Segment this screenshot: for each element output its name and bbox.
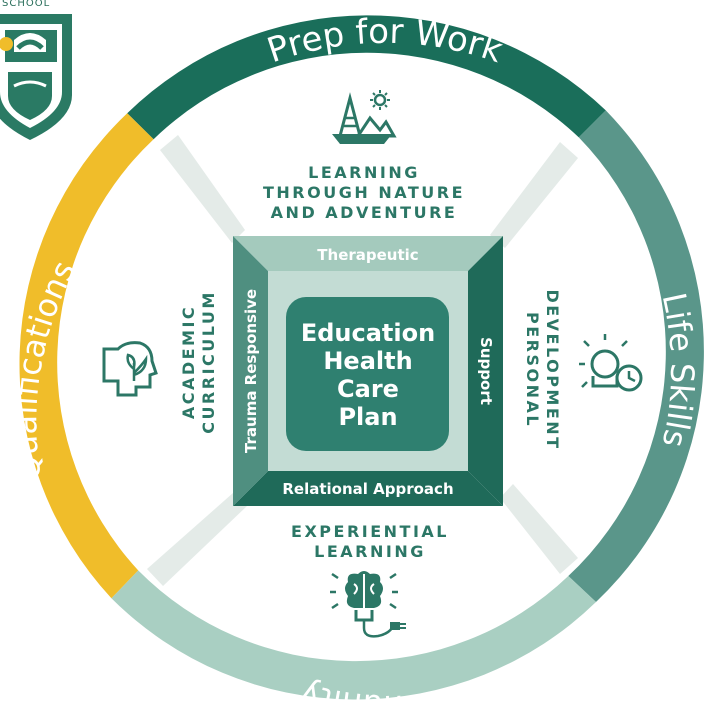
center-box bbox=[286, 297, 449, 451]
experiential-label: EXPERIENTIAL LEARNING bbox=[291, 522, 449, 561]
center-frame bbox=[233, 236, 503, 506]
svg-text:AND ADVENTURE: AND ADVENTURE bbox=[271, 203, 458, 222]
svg-text:LEARNING: LEARNING bbox=[308, 163, 420, 182]
ring-segment-left bbox=[19, 113, 154, 599]
lightbulb-clock-icon bbox=[579, 334, 643, 392]
nature-label: LEARNING THROUGH NATURE AND ADVENTURE bbox=[263, 163, 465, 222]
svg-text:DEVELOPMENT: DEVELOPMENT bbox=[543, 289, 562, 450]
personal-label: PERSONAL DEVELOPMENT bbox=[523, 289, 562, 450]
frame-label-bottom: Relational Approach bbox=[282, 480, 453, 498]
logo-text: SCHOOL bbox=[2, 0, 50, 9]
svg-text:Education: Education bbox=[301, 319, 435, 347]
ring-segment-bottom bbox=[111, 570, 597, 700]
svg-text:CURRICULUM: CURRICULUM bbox=[199, 290, 218, 434]
center-title: Education Health Care Plan bbox=[301, 319, 435, 431]
nature-icon bbox=[328, 82, 397, 150]
frame-bottom-panel bbox=[233, 471, 503, 506]
frame-label-left: Trauma Responsive bbox=[242, 289, 260, 453]
academic-label: ACADEMIC CURRICULUM bbox=[179, 290, 218, 434]
diagonal-spokes bbox=[147, 135, 578, 586]
frame-left-panel bbox=[233, 236, 268, 506]
svg-text:Plan: Plan bbox=[338, 403, 397, 431]
svg-text:EXPERIENTIAL: EXPERIENTIAL bbox=[291, 522, 449, 541]
frame-right-panel bbox=[468, 236, 503, 506]
brain-plug-icon bbox=[330, 571, 406, 638]
svg-text:Care: Care bbox=[337, 375, 399, 403]
svg-text:PERSONAL: PERSONAL bbox=[523, 312, 542, 428]
ring-label-right: Life Skills bbox=[655, 289, 702, 450]
frame-label-right: Support bbox=[477, 337, 495, 405]
academic-icon bbox=[102, 341, 158, 397]
school-logo: SCHOOL bbox=[0, 0, 72, 140]
svg-text:ACADEMIC: ACADEMIC bbox=[179, 305, 198, 419]
frame-label-top: Therapeutic bbox=[317, 246, 418, 264]
ring-segment-right bbox=[568, 110, 704, 603]
ring-segment-top bbox=[127, 15, 606, 140]
ring-label-left: Qualifications bbox=[6, 255, 83, 484]
svg-text:Health: Health bbox=[323, 347, 412, 375]
frame-top-panel bbox=[233, 236, 503, 271]
svg-text:LEARNING: LEARNING bbox=[314, 542, 426, 561]
svg-text:THROUGH NATURE: THROUGH NATURE bbox=[263, 183, 465, 202]
ring-label-top: Prep for Work bbox=[262, 12, 507, 72]
